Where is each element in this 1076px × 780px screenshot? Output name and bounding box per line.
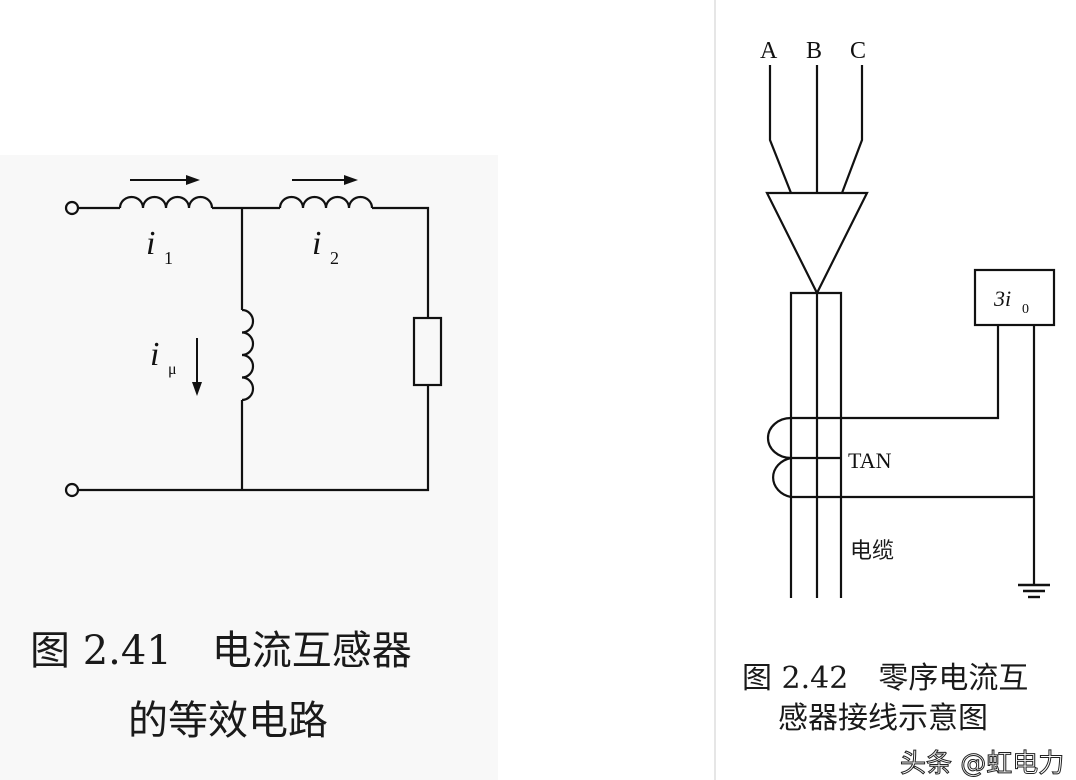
ct-label: TAN	[848, 448, 892, 473]
relay-label-sub: 0	[1022, 302, 1029, 317]
caption-242-line1: 图 2.42 零序电流互	[742, 661, 1028, 696]
relay-box	[973, 268, 1056, 327]
caption-242-line2: 感器接线示意图	[778, 701, 988, 736]
label-imu: i	[150, 336, 159, 373]
cable-conductors	[789, 291, 843, 598]
caption-241-line1: 图 2.41 电流互感器	[30, 628, 412, 674]
current-arrow-i1	[130, 175, 200, 185]
watermark: 头条 @虹电力	[900, 749, 1064, 779]
left-panel	[0, 155, 498, 780]
phase-c-label: C	[850, 38, 866, 64]
phase-wires	[768, 65, 864, 194]
ct-wiring	[791, 325, 1036, 585]
ct-coil	[766, 416, 792, 499]
phase-b-label: B	[806, 38, 822, 64]
label-i2: i	[312, 225, 321, 262]
cable-head-triangle	[765, 191, 869, 296]
caption-241-line2: 的等效电路	[128, 698, 328, 744]
label-i1-sub: 1	[164, 248, 173, 268]
cable-label: 电缆	[850, 539, 894, 564]
zero-sequence-ct-diagram: A B C 3i 0 TAN 电缆	[760, 38, 1056, 599]
secondary-inductor	[278, 195, 374, 209]
magnetizing-inductor	[241, 308, 255, 402]
primary-inductor	[118, 195, 214, 209]
load-resistor	[412, 316, 443, 387]
label-imu-sub: μ	[168, 361, 177, 378]
label-i2-sub: 2	[330, 248, 339, 268]
equivalent-circuit: i 1 i 2 i μ	[64, 175, 443, 498]
phase-a-label: A	[760, 38, 778, 64]
current-arrow-imu	[192, 338, 202, 396]
relay-label: 3i	[993, 286, 1011, 311]
current-arrow-i2	[292, 175, 358, 185]
wire	[78, 206, 430, 492]
label-i1: i	[146, 225, 155, 262]
ground-icon	[1018, 583, 1050, 599]
